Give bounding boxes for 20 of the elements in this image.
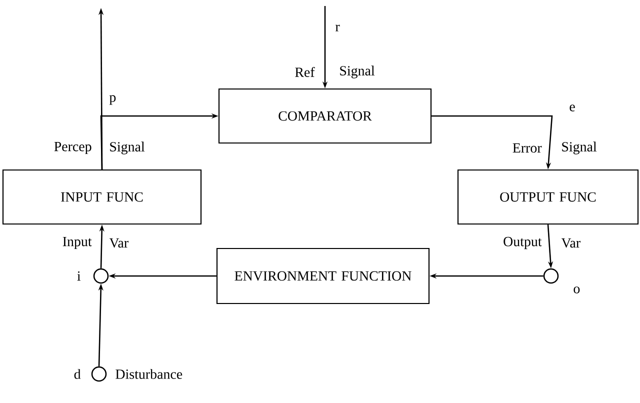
signal-label: Signal	[562, 142, 597, 154]
node-label: o	[574, 286, 580, 294]
process-box: INPUT FUNC	[2, 169, 202, 225]
node-label: i	[77, 271, 81, 281]
signal-label: Signal	[110, 142, 145, 154]
signal-label: Ref	[295, 67, 315, 77]
signal-label: Var	[561, 238, 580, 248]
process-box: ENVIRONMENT FUNCTION	[216, 248, 430, 304]
node-label: Disturbance	[116, 369, 182, 379]
signal-label: Error	[512, 143, 542, 153]
signal-label: Var	[109, 238, 128, 248]
signal-label: Percep	[54, 142, 92, 154]
signal-label: Output	[504, 236, 542, 250]
process-box: COMPARATOR	[218, 88, 432, 144]
node-label: d	[74, 369, 81, 379]
process-box: OUTPUT FUNC	[457, 169, 639, 225]
signal-label: e	[570, 104, 575, 112]
signal-label: Input	[62, 236, 92, 250]
signal-label: p	[109, 95, 116, 105]
signal-label: r	[335, 24, 340, 32]
